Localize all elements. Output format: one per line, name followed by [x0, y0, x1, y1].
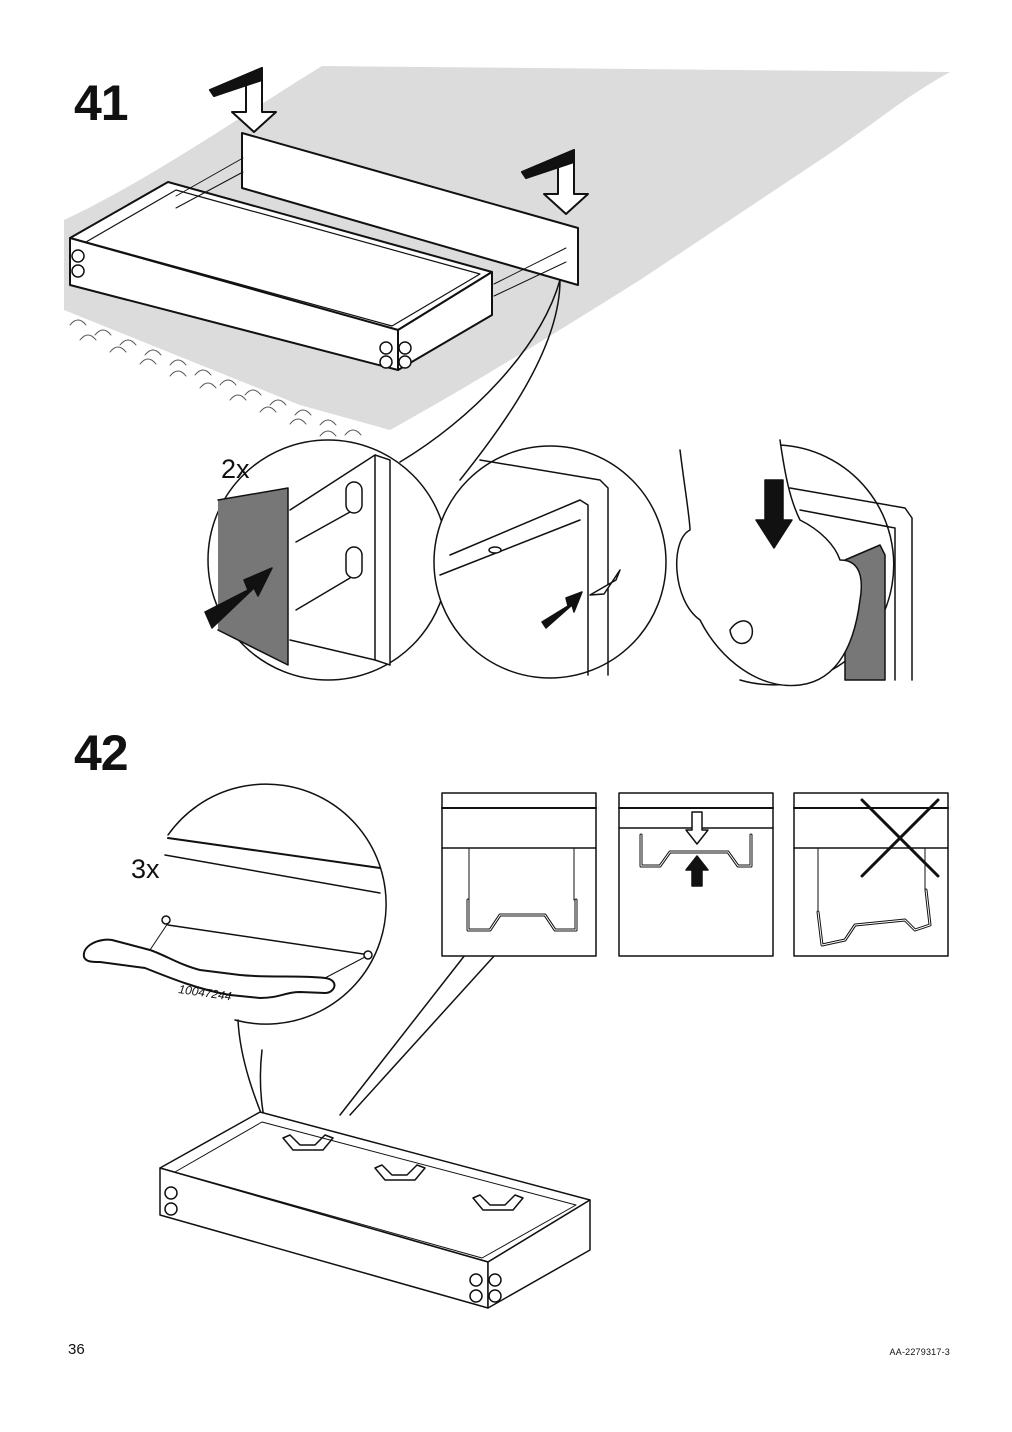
detail-circle-1 — [204, 439, 449, 681]
step-41-illustration — [64, 66, 950, 687]
detail-circle-3 — [675, 439, 913, 687]
cross-icon — [860, 798, 940, 878]
detail-panel-1 — [441, 792, 597, 957]
guide-lines — [175, 157, 567, 297]
step-42-illustration: 10047244 — [82, 783, 949, 1309]
document-code: AA-2279317-3 — [889, 1347, 950, 1357]
detail-panel-3 — [793, 792, 949, 957]
drawer-connectors-2 — [164, 1186, 502, 1303]
quantity-label-42: 3x — [131, 854, 160, 884]
detail-circle-2 — [433, 445, 667, 679]
arrow-down-left-shadow — [209, 67, 263, 97]
detail-circle-4: 10047244 — [82, 783, 387, 1025]
hand — [675, 439, 862, 687]
callout-tail — [399, 279, 561, 481]
quantity-label-41: 2x — [221, 454, 250, 484]
arrow-up-solid — [685, 855, 709, 887]
page-number: 36 — [68, 1341, 85, 1358]
arrow-down-outline — [685, 811, 709, 845]
drawer-box — [69, 181, 493, 371]
handle-bar — [82, 938, 336, 999]
step-number-42: 42 — [74, 725, 129, 781]
drawer-bottom — [159, 1111, 591, 1309]
arrow-down-right-shadow — [521, 149, 575, 179]
handles-on-drawer — [282, 1134, 524, 1211]
back-panel — [241, 132, 579, 286]
carpet-texture — [69, 319, 362, 437]
step-number-41: 41 — [74, 75, 129, 131]
drawer-connectors — [71, 249, 412, 369]
detail-panel-2 — [618, 792, 774, 957]
